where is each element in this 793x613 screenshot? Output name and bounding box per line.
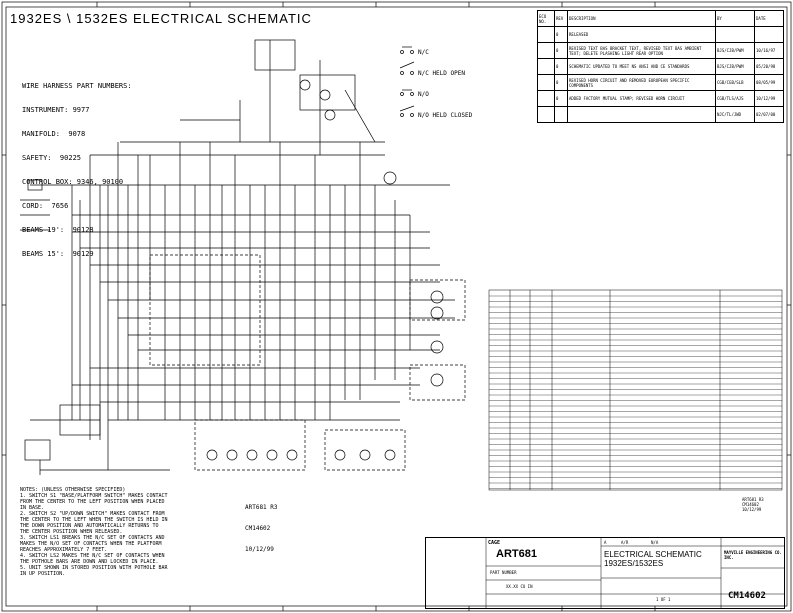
art-ref-line: ART681 R3	[742, 497, 764, 502]
harness-line: BEAMS 15': 90129	[22, 250, 94, 258]
cage-label: CAGE	[488, 540, 501, 546]
rev-value: A/R	[621, 540, 629, 545]
legend-nc-held: N/C HELD OPEN	[418, 70, 465, 77]
title-block-grid	[485, 538, 784, 608]
notes-block: NOTES: (UNLESS OTHERWISE SPECIFIED) 1. S…	[20, 487, 170, 577]
part-number-label: PART NUMBER	[490, 570, 517, 575]
legend-no: N/O	[418, 91, 429, 98]
note-item: 3. SWITCH LS1 BREAKS THE N/C SET OF CONT…	[20, 535, 165, 553]
legend-no-held: N/O HELD CLOSED	[418, 112, 473, 119]
art-ref-line: ART681 R3	[245, 504, 278, 511]
art-ref-line: CM14602	[245, 525, 271, 532]
harness-line: CORD: 7656	[22, 202, 69, 210]
company-name: MAYVILLE ENGINEERING CO. INC.	[724, 550, 782, 560]
note-item: 2. SWITCH S2 "UP/DOWN SWITCH" MAKES CONT…	[20, 511, 168, 535]
sheet-value: 1 OF 1	[656, 597, 671, 602]
legend-nc: N/C	[418, 49, 429, 56]
drawing-title-line: ELECTRICAL SCHEMATIC	[604, 550, 702, 559]
harness-line: CONTROL BOX: 9346, 90100	[22, 178, 124, 186]
art-reference: ART681 R3 CM14602 10/12/99	[245, 490, 278, 560]
art-ref-line: CM14602	[742, 502, 759, 507]
page-title: 1932ES \ 1532ES ELECTRICAL SCHEMATIC	[10, 11, 312, 26]
note-item: 5. UNIT SHOWN IN STORED POSITION WITH PO…	[20, 565, 168, 577]
scale-value: XX.XX CU IN	[506, 584, 533, 589]
note-item: 1. SWITCH S1 "BASE/PLATFORM SWITCH" MAKE…	[20, 493, 168, 511]
harness-line: INSTRUMENT: 9977	[22, 106, 90, 114]
harness-line: MANIFOLD: 9078	[22, 130, 86, 138]
art-ref-line: 10/12/99	[245, 546, 274, 553]
note-item: 4. SWITCH LS2 MAKES THE N/C SET OF CONTA…	[20, 553, 165, 565]
title-block: CAGE ART681 PART NUMBER ELECTRICAL SCHEM…	[425, 537, 785, 609]
harness-line: BEAMS 19': 90128	[22, 226, 94, 234]
art-ref-line: 10/12/99	[742, 507, 762, 512]
harness-line: SAFETY: 90225	[22, 154, 82, 162]
harness-heading: WIRE HARNESS PART NUMBERS:	[22, 82, 132, 90]
rev-date: 02/07/00	[754, 106, 784, 123]
harness-part-numbers: WIRE HARNESS PART NUMBERS: INSTRUMENT: 9…	[22, 66, 132, 266]
art-reference-right: ART681 R3 CM14602 10/12/99	[742, 497, 764, 512]
na-value: N/A	[651, 540, 659, 545]
notes-heading: NOTES: (UNLESS OTHERWISE SPECIFIED)	[20, 487, 126, 493]
drawing-title-line: 1932ES/1532ES	[604, 559, 664, 568]
size-value: A	[604, 540, 607, 545]
drawing-number: CM14602	[728, 591, 766, 601]
drawing-title: ELECTRICAL SCHEMATIC 1932ES/1532ES	[604, 550, 702, 568]
art-number: ART681	[496, 548, 537, 560]
rev-by: NJC/TL/JWD	[715, 106, 755, 123]
